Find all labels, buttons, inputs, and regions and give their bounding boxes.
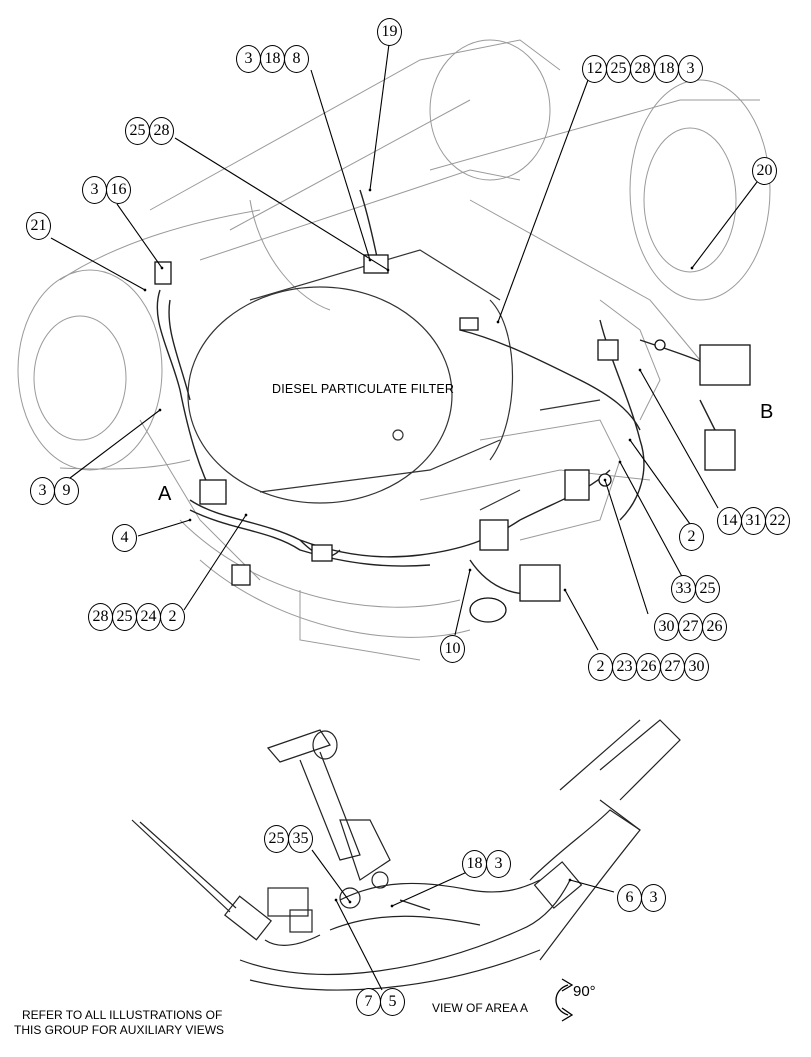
callout-number: 8 (284, 45, 309, 73)
callout-number: 24 (136, 603, 161, 631)
view-caption: VIEW OF AREA A (432, 1001, 529, 1015)
callout-20: 20 (752, 157, 777, 185)
detail-view-a (131, 719, 681, 991)
detail-leader-lines (311, 849, 615, 991)
footer-note-line2: THIS GROUP FOR AUXILIARY VIEWS (14, 1023, 225, 1037)
wiring-harness (156, 189, 731, 595)
callout-number: 9 (54, 477, 79, 505)
dpf-assembly (17, 39, 771, 661)
callout-19: 19 (377, 18, 402, 46)
callout-number: 19 (377, 18, 402, 46)
connectors (154, 254, 751, 623)
diagram-title: DIESEL PARTICULATE FILTER (272, 382, 455, 396)
callout-number: 3 (678, 55, 703, 83)
callout-number: 2 (160, 603, 185, 631)
callout-number: 30 (654, 613, 679, 641)
rotation-label: 90° (573, 983, 596, 1000)
leader-lines (50, 43, 758, 651)
callout-number: 14 (717, 507, 742, 535)
callout-number: 18 (462, 850, 487, 878)
callout-number: 25 (695, 575, 720, 603)
callout-number: 16 (106, 176, 131, 204)
callout-number: 21 (26, 212, 51, 240)
callout-number: 5 (380, 988, 405, 1016)
callout-2-right: 2 (679, 523, 704, 551)
callout-number: 27 (678, 613, 703, 641)
view-label-b: B (760, 401, 774, 423)
callout-number: 22 (765, 507, 790, 535)
callout-number: 3 (236, 45, 261, 73)
callout-4: 4 (112, 524, 137, 552)
callout-number: 10 (440, 635, 465, 663)
callout-number: 18 (654, 55, 679, 83)
callout-number: 28 (88, 603, 113, 631)
callout-number: 2 (679, 523, 704, 551)
callout-number: 28 (149, 117, 174, 145)
callout-number: 2 (588, 653, 613, 681)
callout-number: 25 (112, 603, 137, 631)
view-label-a: A (158, 483, 172, 505)
callout-number: 25 (125, 117, 150, 145)
callout-number: 33 (671, 575, 696, 603)
callout-number: 23 (612, 653, 637, 681)
callout-number: 3 (82, 176, 107, 204)
callout-number: 6 (617, 884, 642, 912)
callout-number: 3 (641, 884, 666, 912)
callout-number: 26 (636, 653, 661, 681)
callout-number: 7 (356, 988, 381, 1016)
footer-note-line1: REFER TO ALL ILLUSTRATIONS OF (22, 1008, 223, 1022)
callout-number: 27 (660, 653, 685, 681)
callout-number: 35 (288, 825, 313, 853)
callout-number: 4 (112, 524, 137, 552)
callout-number: 26 (702, 613, 727, 641)
callout-number: 3 (486, 850, 511, 878)
callout-number: 20 (752, 157, 777, 185)
callout-number: 28 (630, 55, 655, 83)
rotation-arrow-icon (555, 978, 574, 1022)
callout-number: 25 (606, 55, 631, 83)
callout-10: 10 (440, 635, 465, 663)
callout-21: 21 (26, 212, 51, 240)
callout-number: 18 (260, 45, 285, 73)
callout-number: 31 (741, 507, 766, 535)
callout-number: 30 (684, 653, 709, 681)
callout-number: 25 (264, 825, 289, 853)
callout-number: 12 (582, 55, 607, 83)
callout-number: 3 (30, 477, 55, 505)
dpf-canister (187, 249, 601, 511)
